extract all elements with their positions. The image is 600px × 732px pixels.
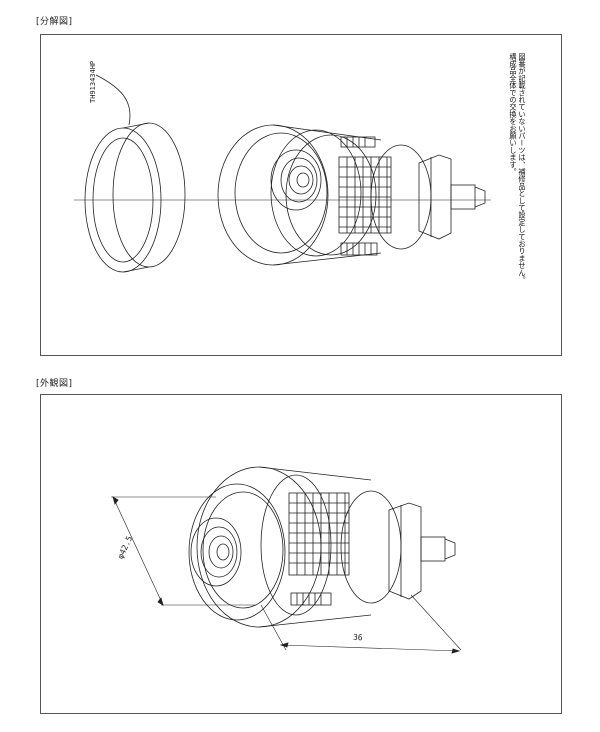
external-view-drawing — [111, 466, 462, 654]
exploded-view-frame: TH913434HP 図番が記載されていないパーツは、補修品として設定しておりま… — [40, 34, 562, 356]
external-view-frame: φ42.5 36 — [40, 394, 562, 714]
exploded-view-drawing — [74, 74, 491, 273]
length-dimension: 36 — [352, 632, 363, 643]
cartridge-body — [217, 124, 486, 266]
part-code-label: TH913434HP — [89, 60, 97, 103]
repair-note-line2: 構成品全体での交換をお願いします。 — [509, 53, 518, 176]
exploded-view-label: [分解図] — [36, 17, 73, 27]
repair-note-line1: 図番が記載されていないパーツは、補修品として設定しておりません。 — [518, 53, 527, 284]
external-view-label: [外観図] — [36, 379, 73, 389]
repair-note: 図番が記載されていないパーツは、補修品として設定しておりません。 構成品全体での… — [509, 53, 527, 343]
packing-ring — [84, 122, 186, 273]
